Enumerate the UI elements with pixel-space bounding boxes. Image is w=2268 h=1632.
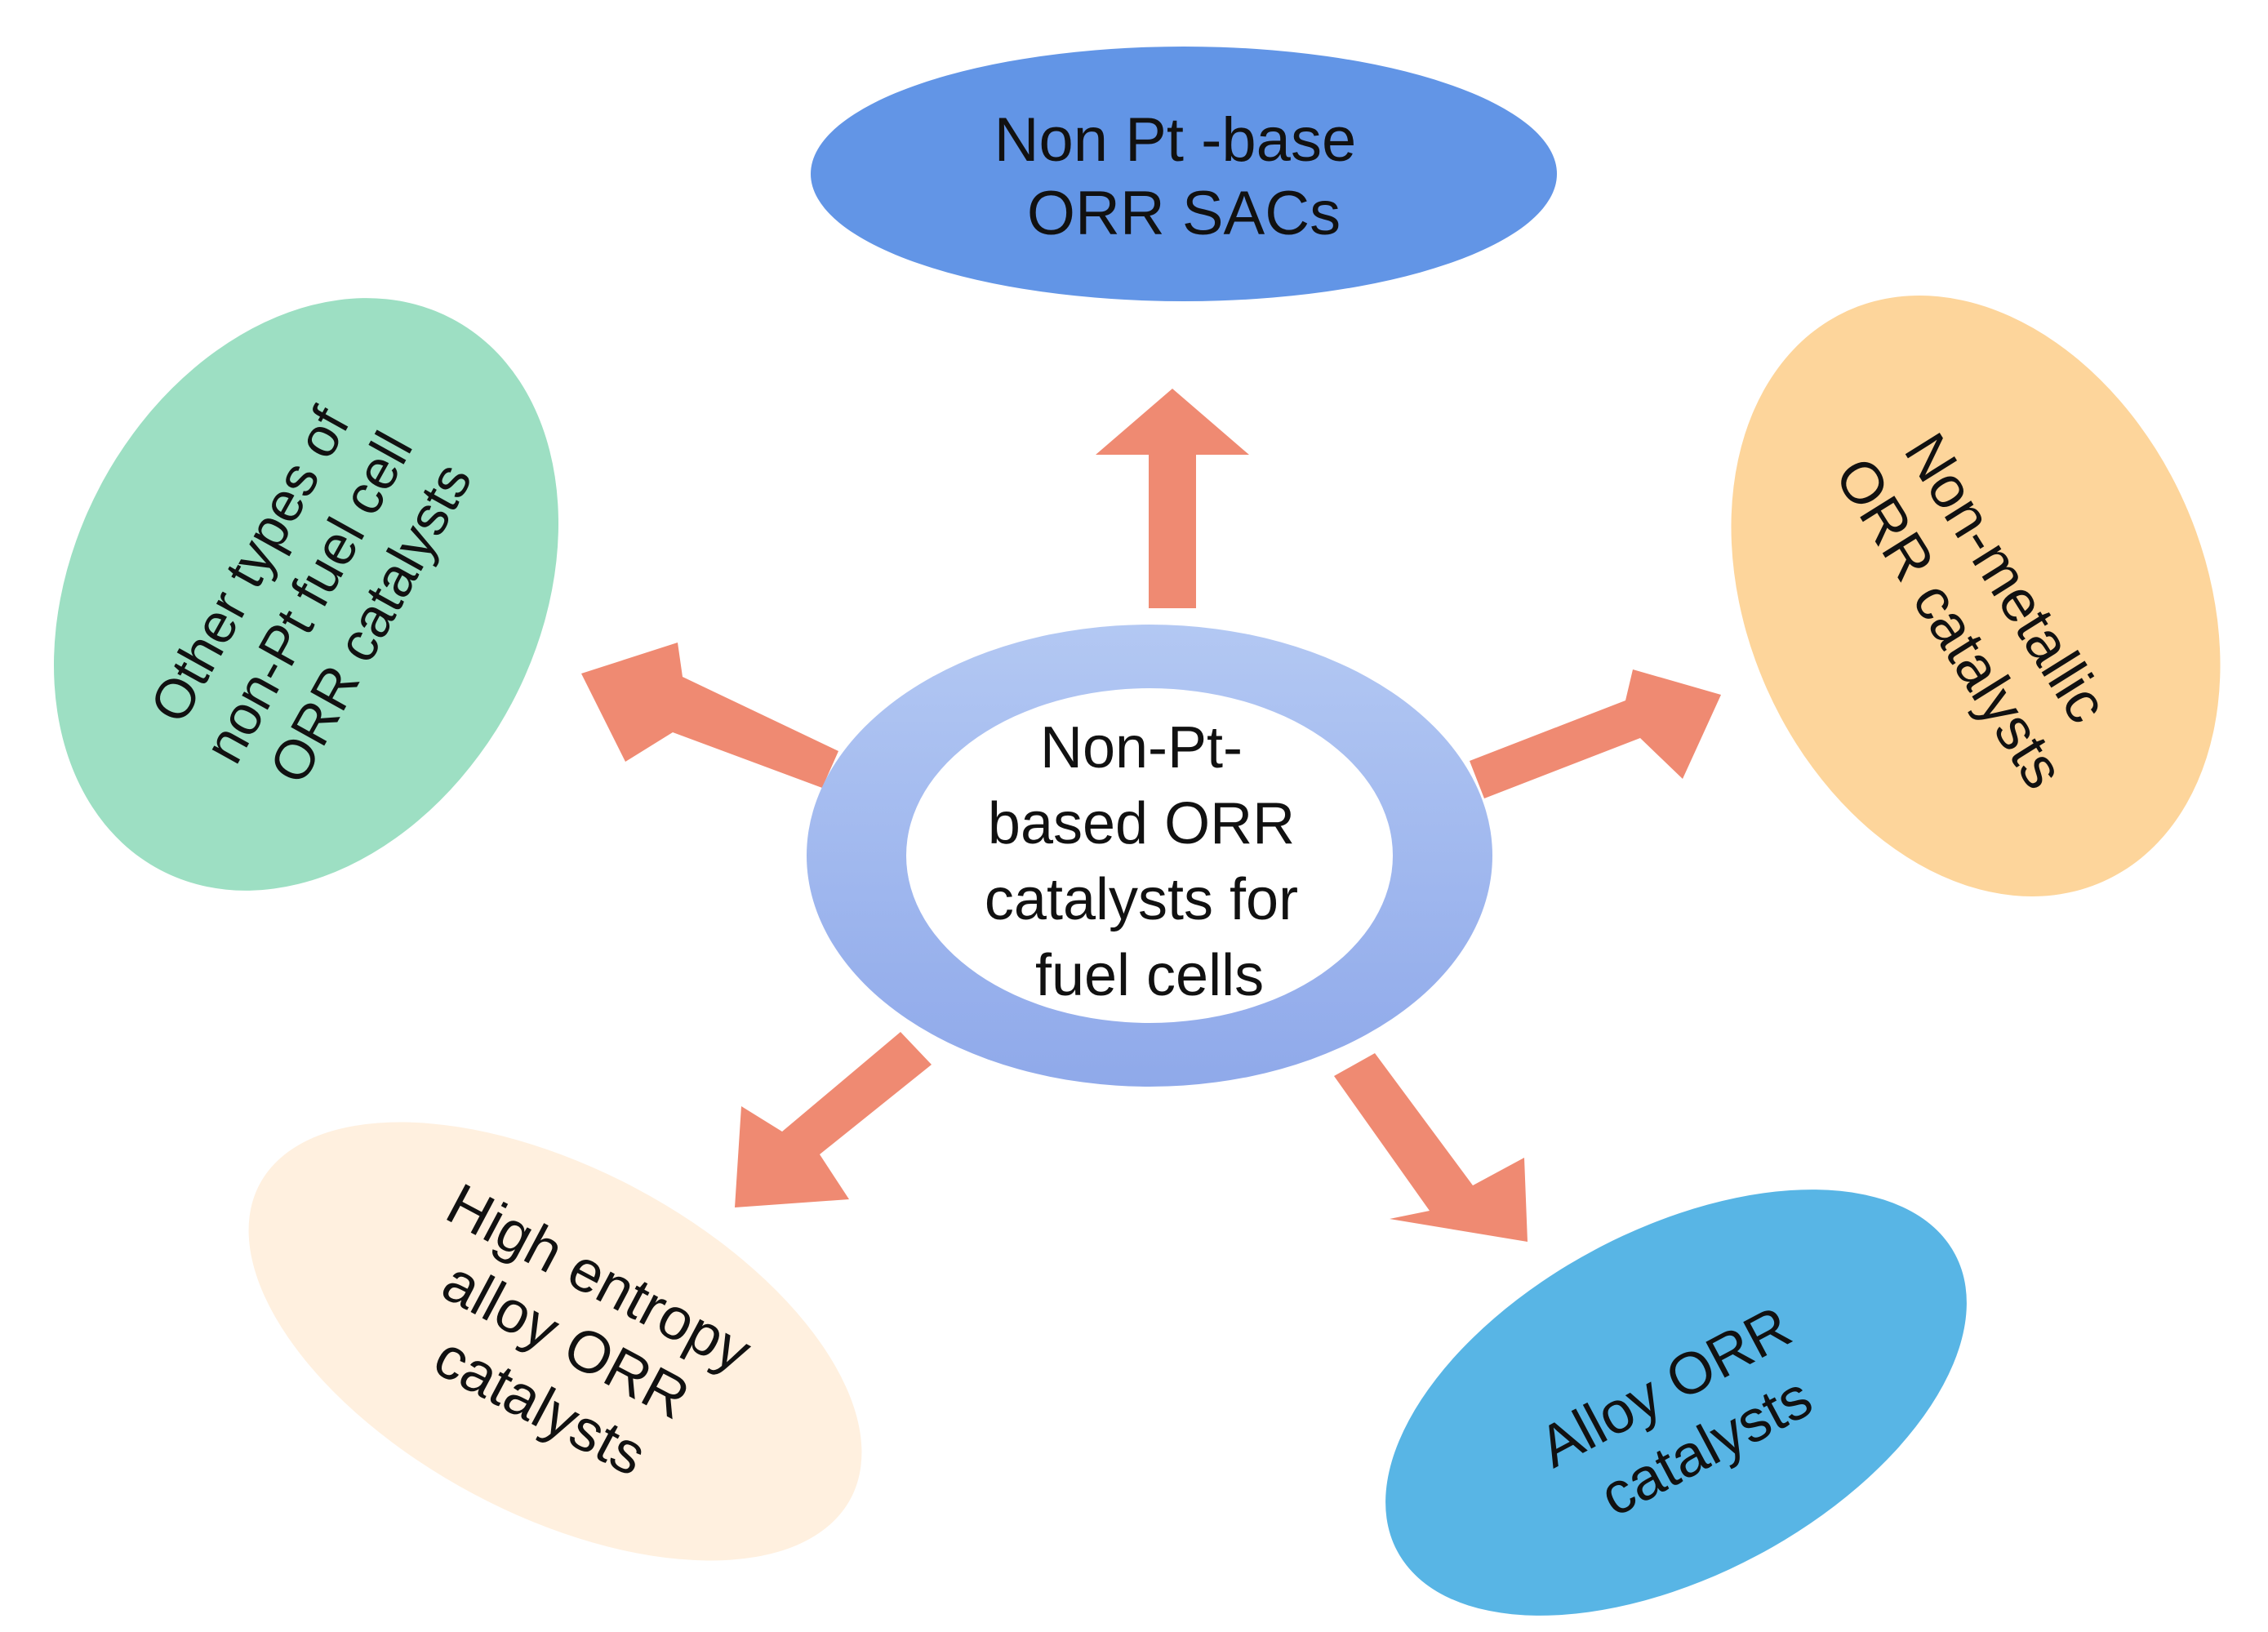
- node-label-line: ORR SACs: [1027, 179, 1341, 248]
- node-alloy-shape: [1385, 1190, 1967, 1616]
- arrow-right-icon: [1470, 669, 1721, 798]
- node-other: Other types of non-Pt fuel cell ORR cata…: [53, 298, 559, 891]
- node-sacs: Non Pt -base ORR SACs: [811, 47, 1557, 301]
- node-high-entropy-shape: [248, 1122, 862, 1561]
- center-inner: [906, 688, 1393, 1023]
- node-sacs-label: Non Pt -base ORR SACs: [994, 105, 1374, 248]
- arrow-down-left-icon: [735, 1032, 932, 1207]
- node-alloy: Alloy ORR catalysts: [1385, 1190, 1967, 1616]
- node-other-shape: [53, 298, 559, 891]
- center-label: Non-Pt- based ORR catalysts for fuel cel…: [985, 715, 1314, 1008]
- center-node: Non-Pt- based ORR catalysts for fuel cel…: [807, 625, 1492, 1087]
- center-label-line: catalysts for: [985, 867, 1298, 932]
- node-sacs-shape: [811, 47, 1557, 301]
- arrow-down-right-icon: [1334, 1053, 1528, 1242]
- node-non-metallic: Non-metallic ORR catalysts: [1731, 296, 2221, 896]
- center-label-line: based ORR: [988, 791, 1295, 856]
- center-label-line: Non-Pt-: [1040, 715, 1243, 780]
- node-label-line: Non Pt -base: [994, 105, 1357, 175]
- node-high-entropy: High entropy alloy ORR catalysts: [248, 1122, 862, 1561]
- node-non-metallic-shape: [1731, 296, 2221, 896]
- arrow-up-icon: [1096, 389, 1249, 608]
- center-label-line: fuel cells: [1035, 943, 1264, 1008]
- arrow-up-left-icon: [581, 643, 838, 788]
- arrows: [581, 389, 1721, 1242]
